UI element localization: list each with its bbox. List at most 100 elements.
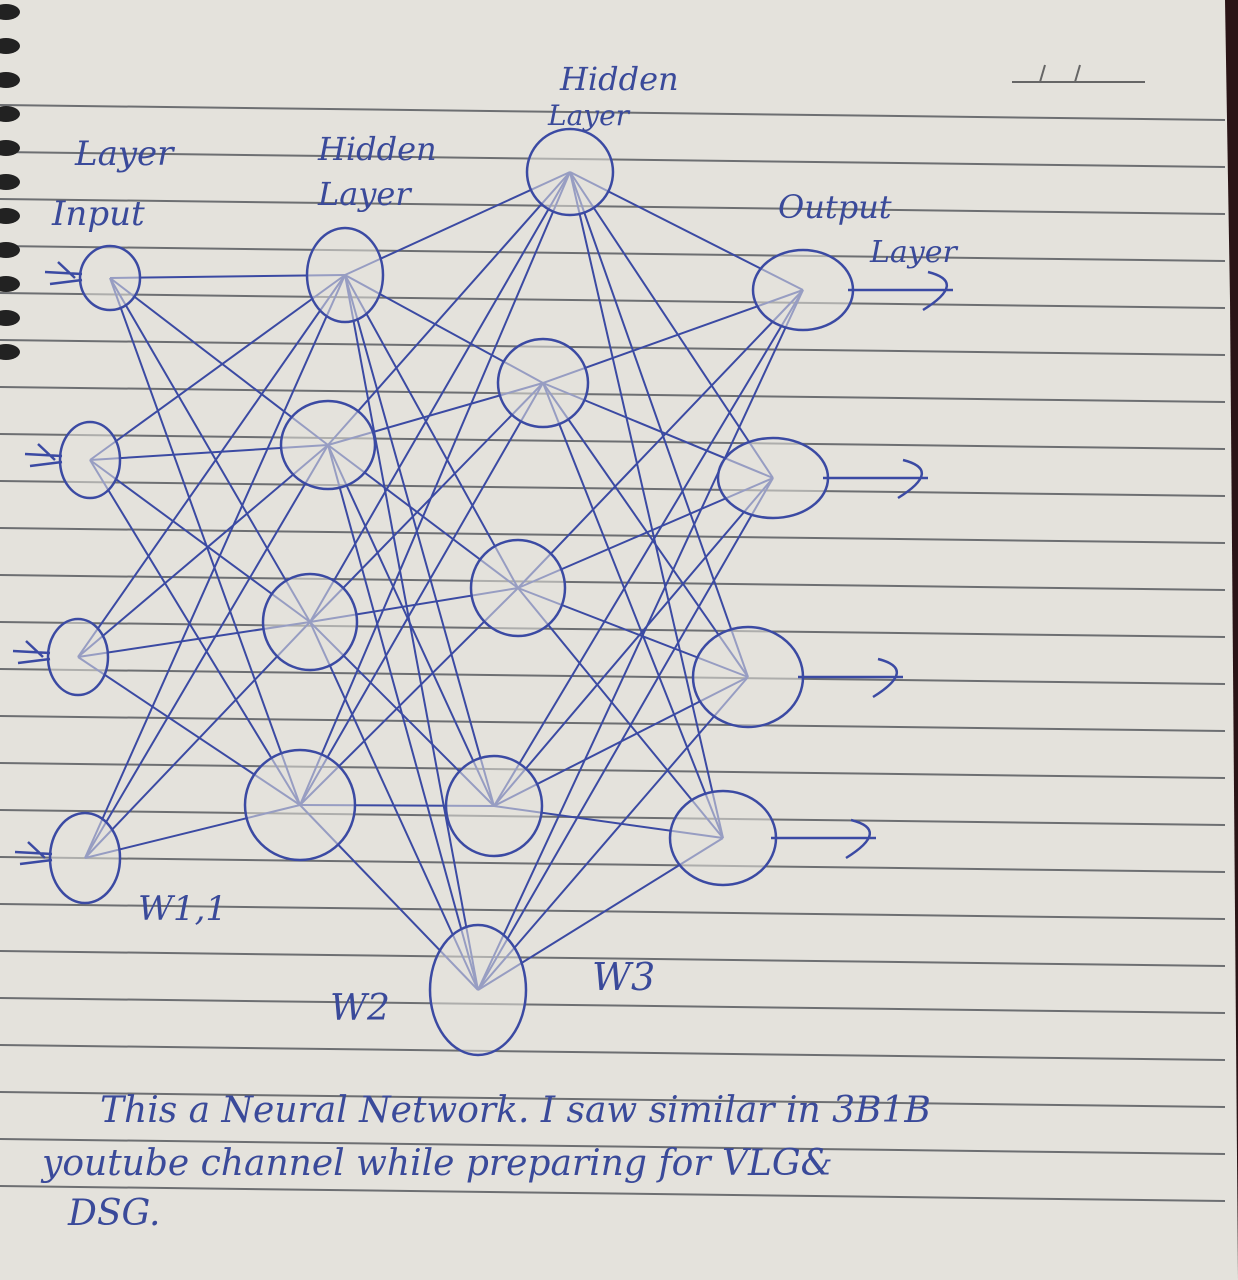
spiral-hole xyxy=(0,242,20,258)
ruled-line xyxy=(0,621,1226,638)
spiral-hole xyxy=(0,174,20,190)
weight-connection xyxy=(327,444,479,991)
weight-connection xyxy=(569,171,749,678)
weight-connection xyxy=(77,274,346,658)
weight-connection xyxy=(89,274,346,461)
ruled-line xyxy=(0,950,1226,967)
weight-connection xyxy=(493,477,774,807)
weight-connection xyxy=(89,459,301,806)
weight-connection xyxy=(517,289,804,589)
weight-connection xyxy=(569,171,724,839)
output-neuron-1 xyxy=(751,248,855,332)
input-neuron-4 xyxy=(48,811,122,905)
weight-connection xyxy=(309,171,571,623)
ruled-line xyxy=(0,1091,1226,1108)
ruled-line xyxy=(0,903,1226,920)
note-line-3: DSG. xyxy=(67,1193,160,1234)
weight-connection xyxy=(109,277,301,806)
hidden2-label-1: Hidden xyxy=(559,60,679,98)
ruled-line xyxy=(0,198,1226,215)
weight-connection xyxy=(299,171,571,806)
hidden2-neuron-5 xyxy=(428,923,528,1057)
weight-connection xyxy=(344,274,519,589)
ruled-line xyxy=(0,856,1226,873)
input-neuron-1 xyxy=(78,244,142,312)
weight-connection xyxy=(542,382,724,839)
input-neuron-2 xyxy=(58,420,122,500)
ruled-line xyxy=(0,715,1226,732)
weight-connection xyxy=(309,382,544,623)
hidden1-label-1: Hidden xyxy=(317,130,437,168)
weight-connection xyxy=(477,676,749,991)
note-line-2: youtube channel while preparing for VLG& xyxy=(40,1143,833,1184)
input-arrow-icon xyxy=(14,841,53,866)
ruled-line xyxy=(0,151,1226,168)
ruled-line xyxy=(0,433,1226,450)
hidden2-neuron-1 xyxy=(525,127,615,217)
weight-connection xyxy=(477,289,804,991)
weight-w2-label: W2 xyxy=(330,988,390,1029)
spiral-hole xyxy=(0,72,20,88)
weight-connection xyxy=(477,477,774,991)
ruled-line xyxy=(0,1044,1226,1061)
weight-connection xyxy=(109,277,311,623)
hidden2-neuron-2 xyxy=(496,337,590,429)
output-neuron-3 xyxy=(691,625,805,729)
output-layer-label-2: Layer xyxy=(869,235,959,270)
weight-connection xyxy=(84,274,346,859)
ruled-line xyxy=(0,104,1226,121)
input-layer-label-1: Layer xyxy=(74,134,175,174)
spiral-hole xyxy=(0,344,20,360)
spiral-binding xyxy=(0,4,20,360)
weight-w3-label: W3 xyxy=(592,955,655,999)
spiral-hole xyxy=(0,4,20,20)
ruled-line xyxy=(0,292,1226,309)
spiral-hole xyxy=(0,208,20,224)
input-layer-label-2: Input xyxy=(51,194,145,234)
output-arrow-icon xyxy=(771,818,876,860)
ruled-line xyxy=(0,809,1226,826)
ruled-line xyxy=(0,386,1226,403)
io-arrows xyxy=(12,261,953,866)
ruled-line xyxy=(0,762,1226,779)
weight-connection xyxy=(542,382,749,678)
ruled-line xyxy=(0,245,1226,262)
hidden1-neuron-2 xyxy=(279,399,377,491)
hidden2-neuron-3 xyxy=(469,538,567,638)
hidden2-label-2: Layer xyxy=(547,99,631,132)
weight-connection xyxy=(344,274,479,991)
output-arrow-icon xyxy=(798,657,903,699)
neurons xyxy=(46,127,855,1057)
spiral-hole xyxy=(0,106,20,122)
input-arrow-icon xyxy=(24,443,63,468)
input-arrow-icon xyxy=(12,640,51,665)
ruled-line xyxy=(0,1138,1226,1155)
note-line-1: This a Neural Network. I saw similar in … xyxy=(100,1090,931,1131)
weight-connection xyxy=(327,444,495,807)
weight-connection xyxy=(517,587,724,839)
weight-connection xyxy=(493,289,804,807)
ruled-line xyxy=(0,339,1226,356)
input-neuron-3 xyxy=(46,617,110,697)
hidden1-neuron-1 xyxy=(305,226,385,324)
ruled-line xyxy=(0,668,1226,685)
date-blank xyxy=(1012,64,1145,83)
ruled-line xyxy=(0,1185,1226,1202)
connections xyxy=(77,171,804,991)
weight-connection xyxy=(84,444,329,859)
spiral-hole xyxy=(0,276,20,292)
weight-connection xyxy=(77,444,329,658)
ruled-line xyxy=(0,574,1226,591)
weight-connection xyxy=(299,382,544,806)
hidden1-neuron-3 xyxy=(261,572,359,672)
ruled-line xyxy=(0,527,1226,544)
spiral-hole xyxy=(0,310,20,326)
weight-connection xyxy=(344,274,495,807)
output-arrow-icon xyxy=(823,458,928,500)
output-layer-label-1: Output xyxy=(778,188,892,226)
output-neuron-2 xyxy=(716,436,830,520)
hidden1-neuron-4 xyxy=(243,748,357,862)
spiral-hole xyxy=(0,38,20,54)
